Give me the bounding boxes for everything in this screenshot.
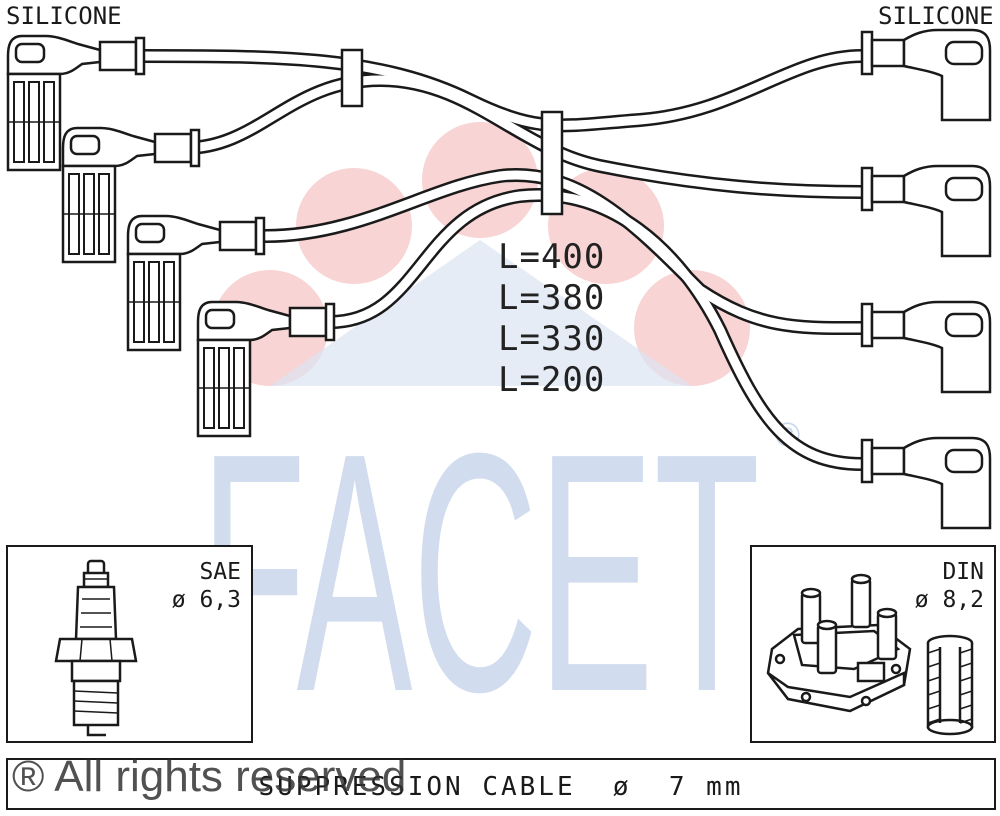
- length-label: L=330: [498, 319, 606, 359]
- coil-standard: DIN: [942, 559, 984, 585]
- coil-boot-section-icon: [926, 634, 974, 736]
- cable-clip-center: [540, 110, 564, 216]
- ignition-coil-box: DIN ø 8,2: [750, 545, 996, 743]
- cable-spec-text: SUPPRESSION CABLE ø 7 mm: [258, 772, 744, 802]
- cable-spec-bar: SUPPRESSION CABLE ø 7 mm: [6, 758, 996, 810]
- ignition-coil-icon: [766, 573, 912, 713]
- spark-plug-standard: SAE: [199, 559, 241, 585]
- right-boot-1: [860, 28, 992, 122]
- length-label: L=380: [498, 278, 606, 318]
- coil-diameter: ø 8,2: [914, 587, 984, 613]
- cable-bundle: [135, 49, 869, 471]
- facet-watermark: FACET ®: [200, 122, 800, 763]
- right-boot-2: [860, 164, 992, 258]
- right-boot-3: [860, 300, 992, 394]
- facet-logo-text: FACET: [200, 383, 760, 763]
- spark-plug-icon: [54, 559, 138, 737]
- length-label: L=200: [498, 360, 606, 400]
- cable-clip-left: [340, 48, 364, 108]
- length-label: L=400: [498, 237, 606, 277]
- right-insulation-label: SILICONE: [878, 2, 994, 30]
- left-insulation-label: SILICONE: [6, 2, 122, 30]
- right-boot-4: [860, 436, 992, 530]
- spark-plug-diameter: ø 6,3: [171, 587, 241, 613]
- copyright-watermark: ® All rights reserved: [12, 752, 407, 801]
- spark-plug-box: SAE ø 6,3: [6, 545, 253, 743]
